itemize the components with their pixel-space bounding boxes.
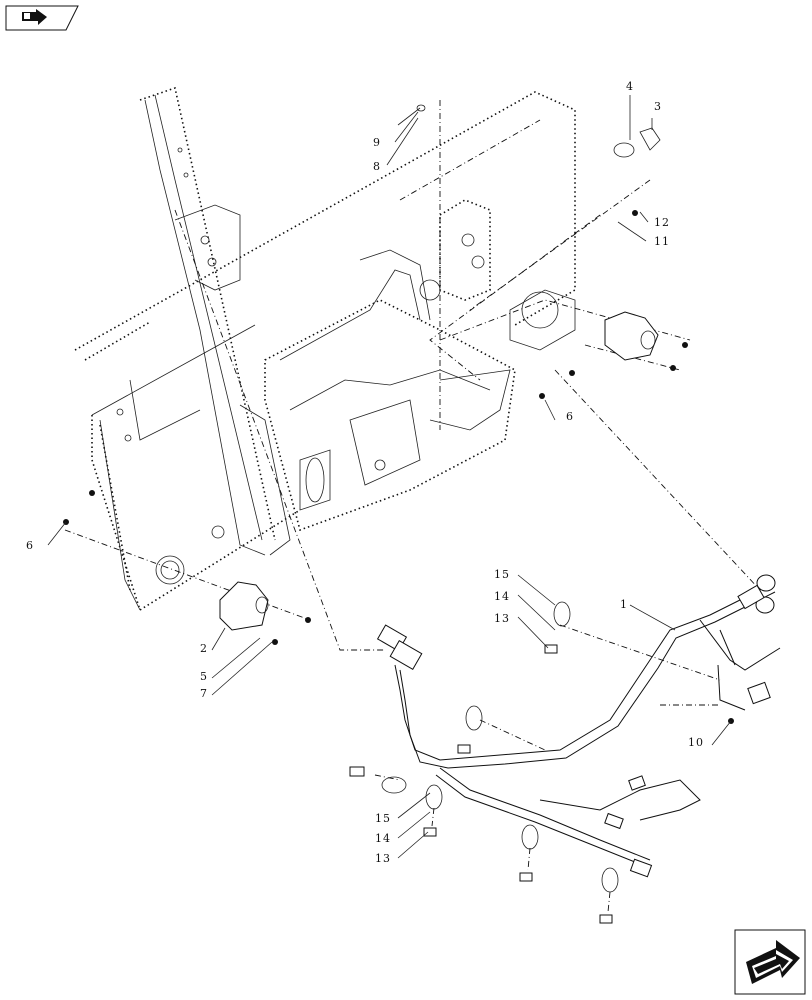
- center-mount-bracket: [264, 249, 516, 532]
- callout-1[interactable]: 1: [620, 598, 628, 611]
- callout-15a[interactable]: 15: [494, 568, 510, 581]
- callout-4[interactable]: 4: [626, 80, 634, 93]
- arrow-right-icon: [746, 940, 800, 984]
- prev-page-button[interactable]: [5, 5, 79, 31]
- callout-12[interactable]: 12: [654, 216, 670, 229]
- callout-9[interactable]: 9: [373, 136, 381, 149]
- callout-11[interactable]: 11: [654, 235, 670, 248]
- callout-10[interactable]: 10: [688, 736, 704, 749]
- fasteners: [63, 104, 734, 724]
- callout-14b[interactable]: 14: [375, 832, 391, 845]
- rear-frame-panel: [74, 91, 576, 611]
- callout-2[interactable]: 2: [200, 642, 208, 655]
- callout-3[interactable]: 3: [654, 100, 662, 113]
- vertical-frame-rail: [139, 86, 291, 556]
- callout-15b[interactable]: 15: [375, 812, 391, 825]
- arrow-left-icon: [22, 9, 47, 25]
- cover-cap-left: [219, 581, 269, 631]
- callout-13a[interactable]: 13: [494, 612, 510, 625]
- callout-leaders: [47, 95, 732, 859]
- callout-7[interactable]: 7: [200, 687, 208, 700]
- callout-6a[interactable]: 6: [566, 410, 574, 423]
- callout-5[interactable]: 5: [200, 670, 208, 683]
- wire-harness: [376, 574, 781, 878]
- harness-clamps: [349, 601, 619, 924]
- callout-14a[interactable]: 14: [494, 590, 510, 603]
- callout-8[interactable]: 8: [373, 160, 381, 173]
- next-page-button[interactable]: [734, 929, 806, 995]
- callout-6b[interactable]: 6: [26, 539, 34, 552]
- assembly-leader-lines: [64, 100, 761, 781]
- snap-ring: [613, 127, 661, 158]
- callout-13b[interactable]: 13: [375, 852, 391, 865]
- cover-cap-right: [604, 311, 659, 361]
